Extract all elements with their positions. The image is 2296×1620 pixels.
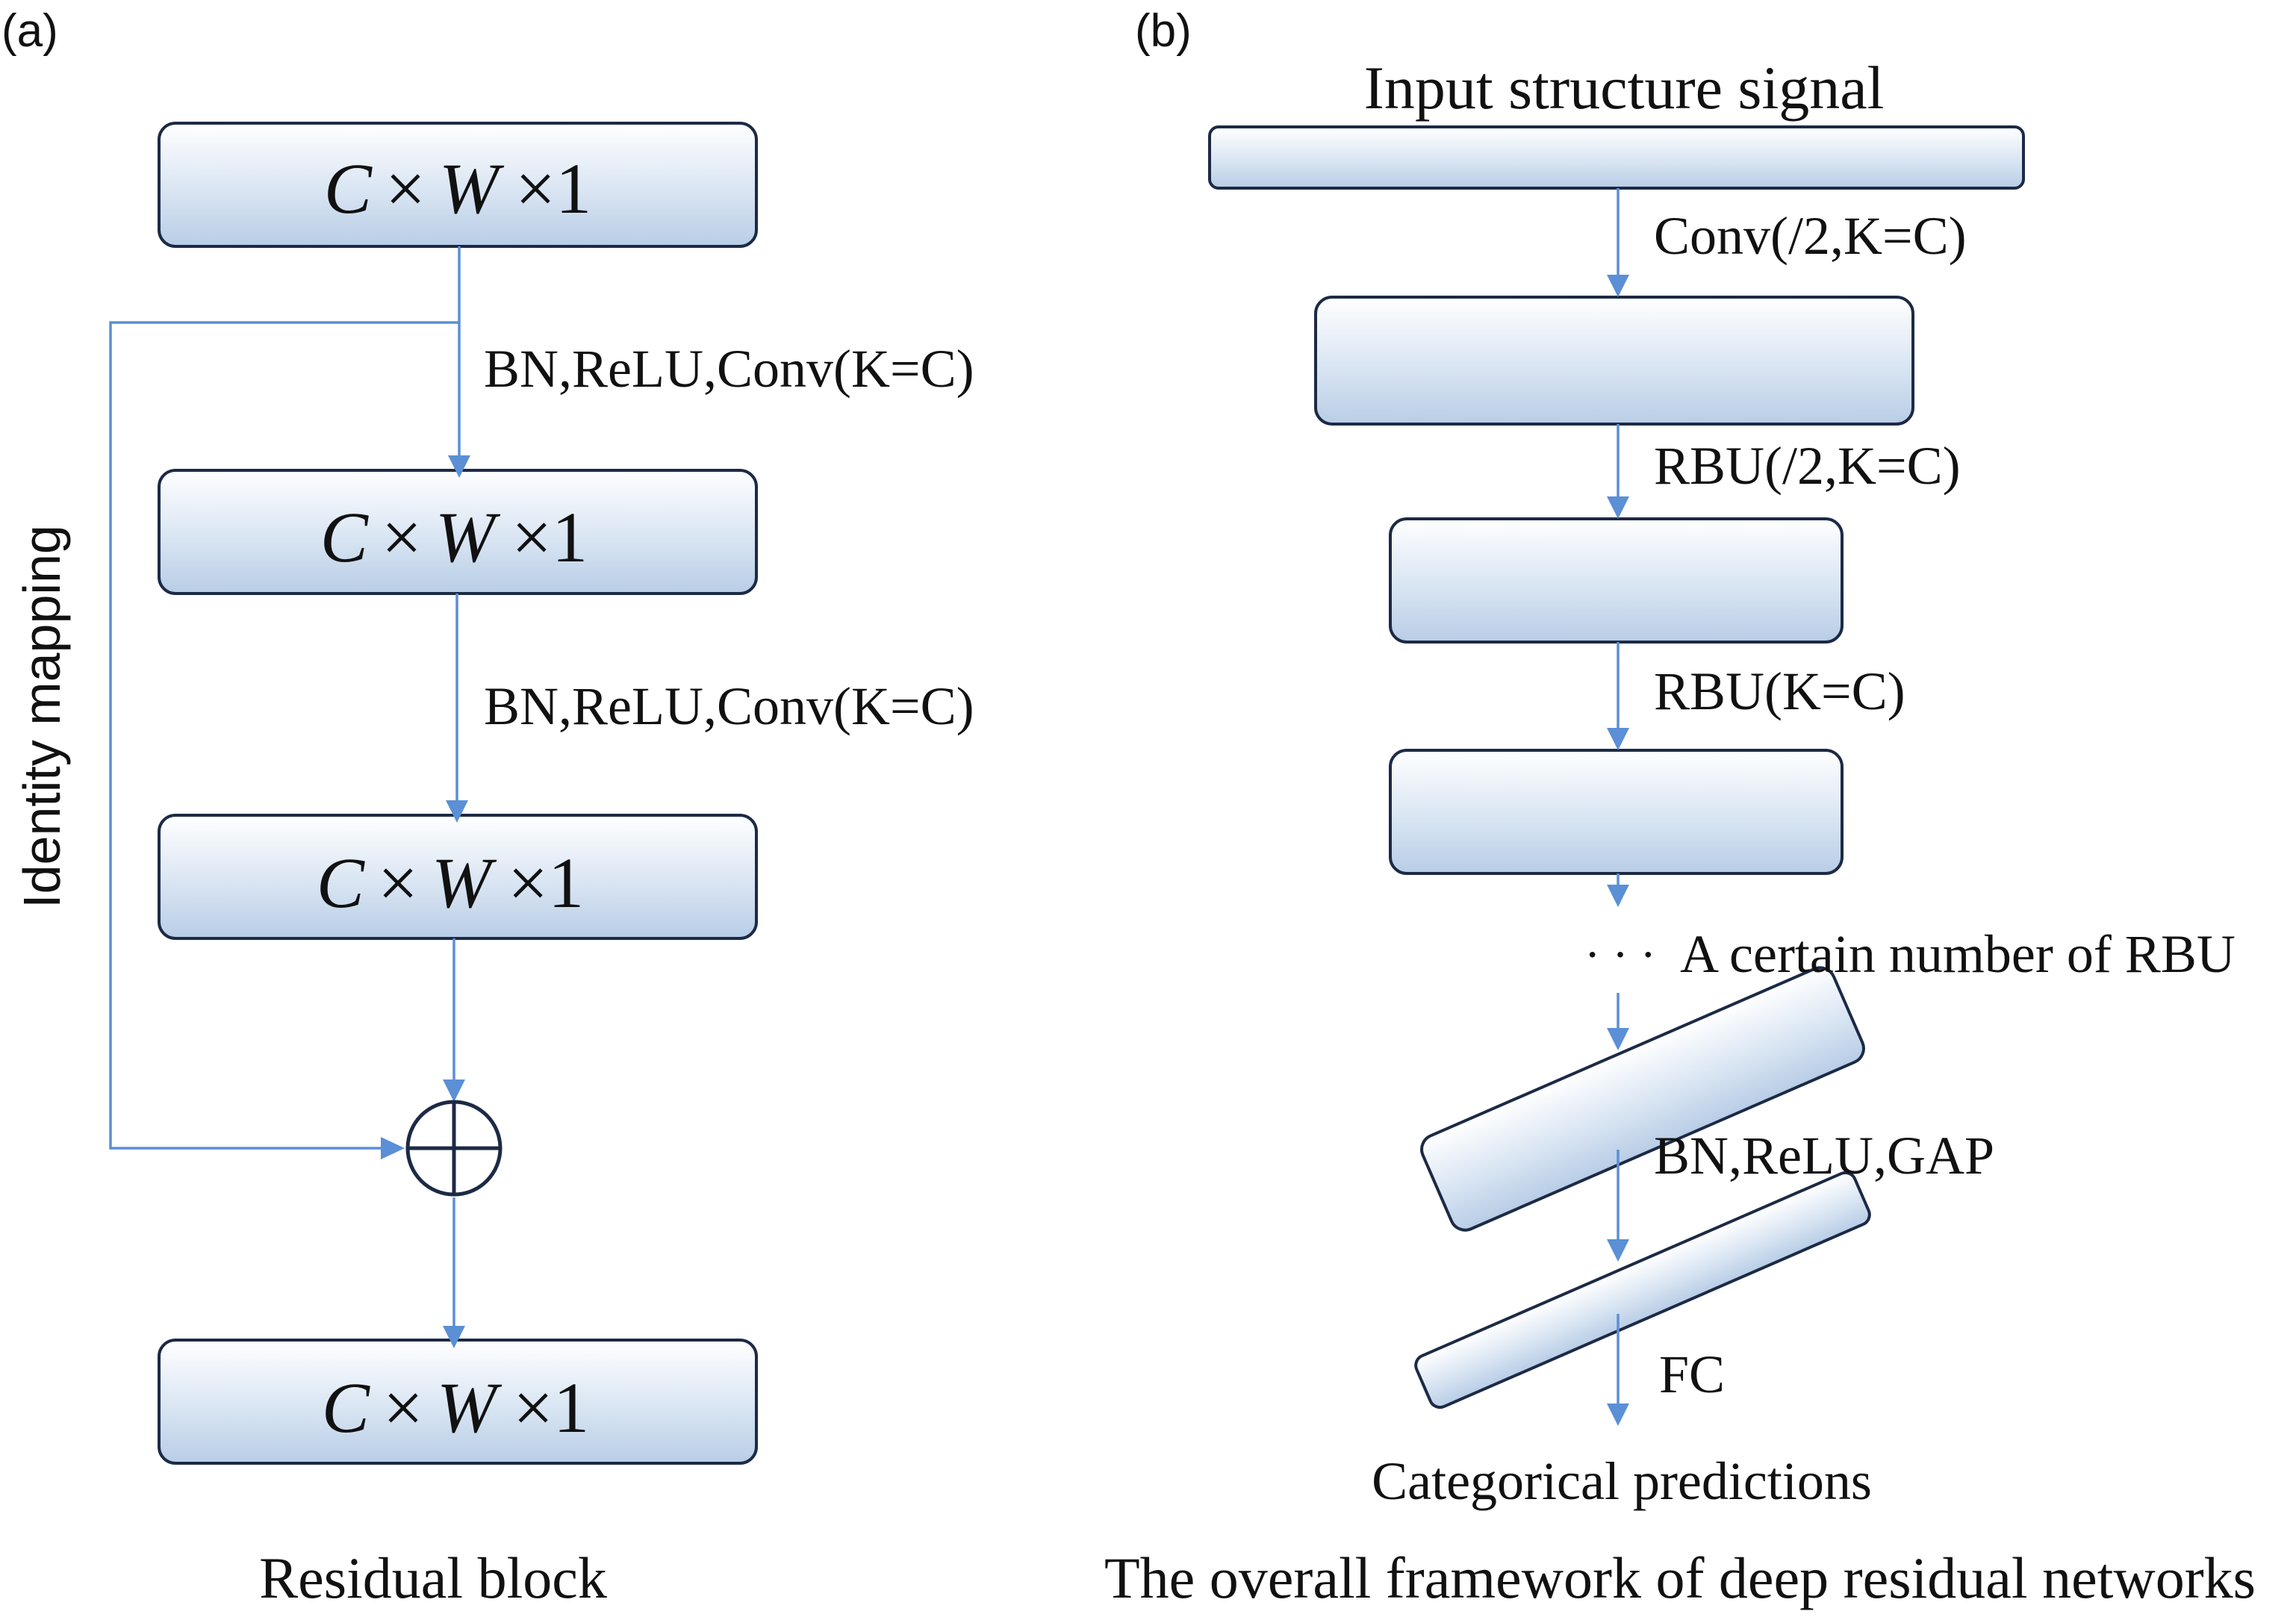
- panel-b-tag: (b): [1135, 5, 1192, 57]
- box-times-symbol: ×: [383, 1368, 423, 1448]
- feature-map-box-3: C×W×1: [158, 814, 758, 940]
- box-times-symbol: ×: [378, 843, 418, 923]
- rbu-label: RBU(K=C): [1654, 661, 1905, 721]
- box-times-symbol: ×: [385, 149, 426, 228]
- box-c-symbol: C: [322, 1368, 370, 1448]
- panel-b: (b) Input structure signal: [1104, 5, 2256, 1610]
- input-signal-bar: [1208, 125, 2025, 190]
- panel-a-caption: Residual block: [259, 1545, 607, 1610]
- gap-output-bar: [1420, 966, 1865, 1232]
- box-one-symbol: ×1: [508, 843, 584, 923]
- conv-step-label: Conv(/2,K=C): [1654, 206, 1967, 266]
- rbu-repeat-label: A certain number of RBU: [1680, 924, 2236, 984]
- identity-mapping-label: Identity mapping: [13, 525, 71, 909]
- conv-step-2-label: BN,ReLU,Conv(K=C): [484, 676, 974, 736]
- box-times-symbol: ×: [382, 497, 422, 577]
- ellipsis-dots: · · ·: [1584, 928, 1656, 981]
- box-c-symbol: C: [324, 149, 373, 228]
- feature-map-box-1: C×W×1: [158, 122, 758, 248]
- svg-text:C×W×1: C×W×1: [324, 149, 591, 228]
- box-one-symbol: ×1: [513, 1368, 589, 1448]
- panel-a-tag: (a): [1, 5, 58, 57]
- box-c-symbol: C: [320, 497, 369, 577]
- gap-step-label: BN,ReLU,GAP: [1654, 1126, 1994, 1186]
- box-one-symbol: ×1: [511, 497, 588, 577]
- panel-a: (a) C×W×1 C×W×1 C×W×1 C×W×1: [1, 5, 974, 1610]
- fc-step-label: FC: [1659, 1345, 1725, 1404]
- box-w-symbol: W: [437, 1368, 503, 1448]
- box-w-symbol: W: [435, 497, 501, 577]
- svg-text:C×W×1: C×W×1: [320, 497, 588, 577]
- fc-output-bar: [1414, 1171, 1871, 1409]
- svg-text:C×W×1: C×W×1: [317, 843, 584, 923]
- box-one-symbol: ×1: [515, 149, 591, 228]
- main-flow-arrows: [443, 246, 470, 1348]
- rbu-output-box-2: [1389, 749, 1844, 875]
- conv-step-1-label: BN,ReLU,Conv(K=C): [484, 339, 974, 399]
- output-predictions-label: Categorical predictions: [1372, 1451, 1872, 1511]
- identity-mapping-shortcut: [109, 321, 459, 1159]
- addition-node: [405, 1100, 503, 1197]
- panel-b-caption: The overall framework of deep residual n…: [1104, 1545, 2256, 1610]
- framework-flow-arrows: [1607, 188, 1629, 1426]
- feature-map-box-2: C×W×1: [158, 469, 758, 595]
- box-w-symbol: W: [439, 149, 505, 228]
- box-c-symbol: C: [317, 843, 365, 923]
- rbu-output-box-1: [1389, 517, 1844, 644]
- feature-map-box-4: C×W×1: [158, 1339, 758, 1465]
- conv-output-box: [1314, 296, 1914, 426]
- svg-text:C×W×1: C×W×1: [322, 1368, 589, 1448]
- input-signal-label: Input structure signal: [1364, 54, 1885, 122]
- box-w-symbol: W: [432, 843, 497, 923]
- rbu-downsample-label: RBU(/2,K=C): [1654, 436, 1961, 496]
